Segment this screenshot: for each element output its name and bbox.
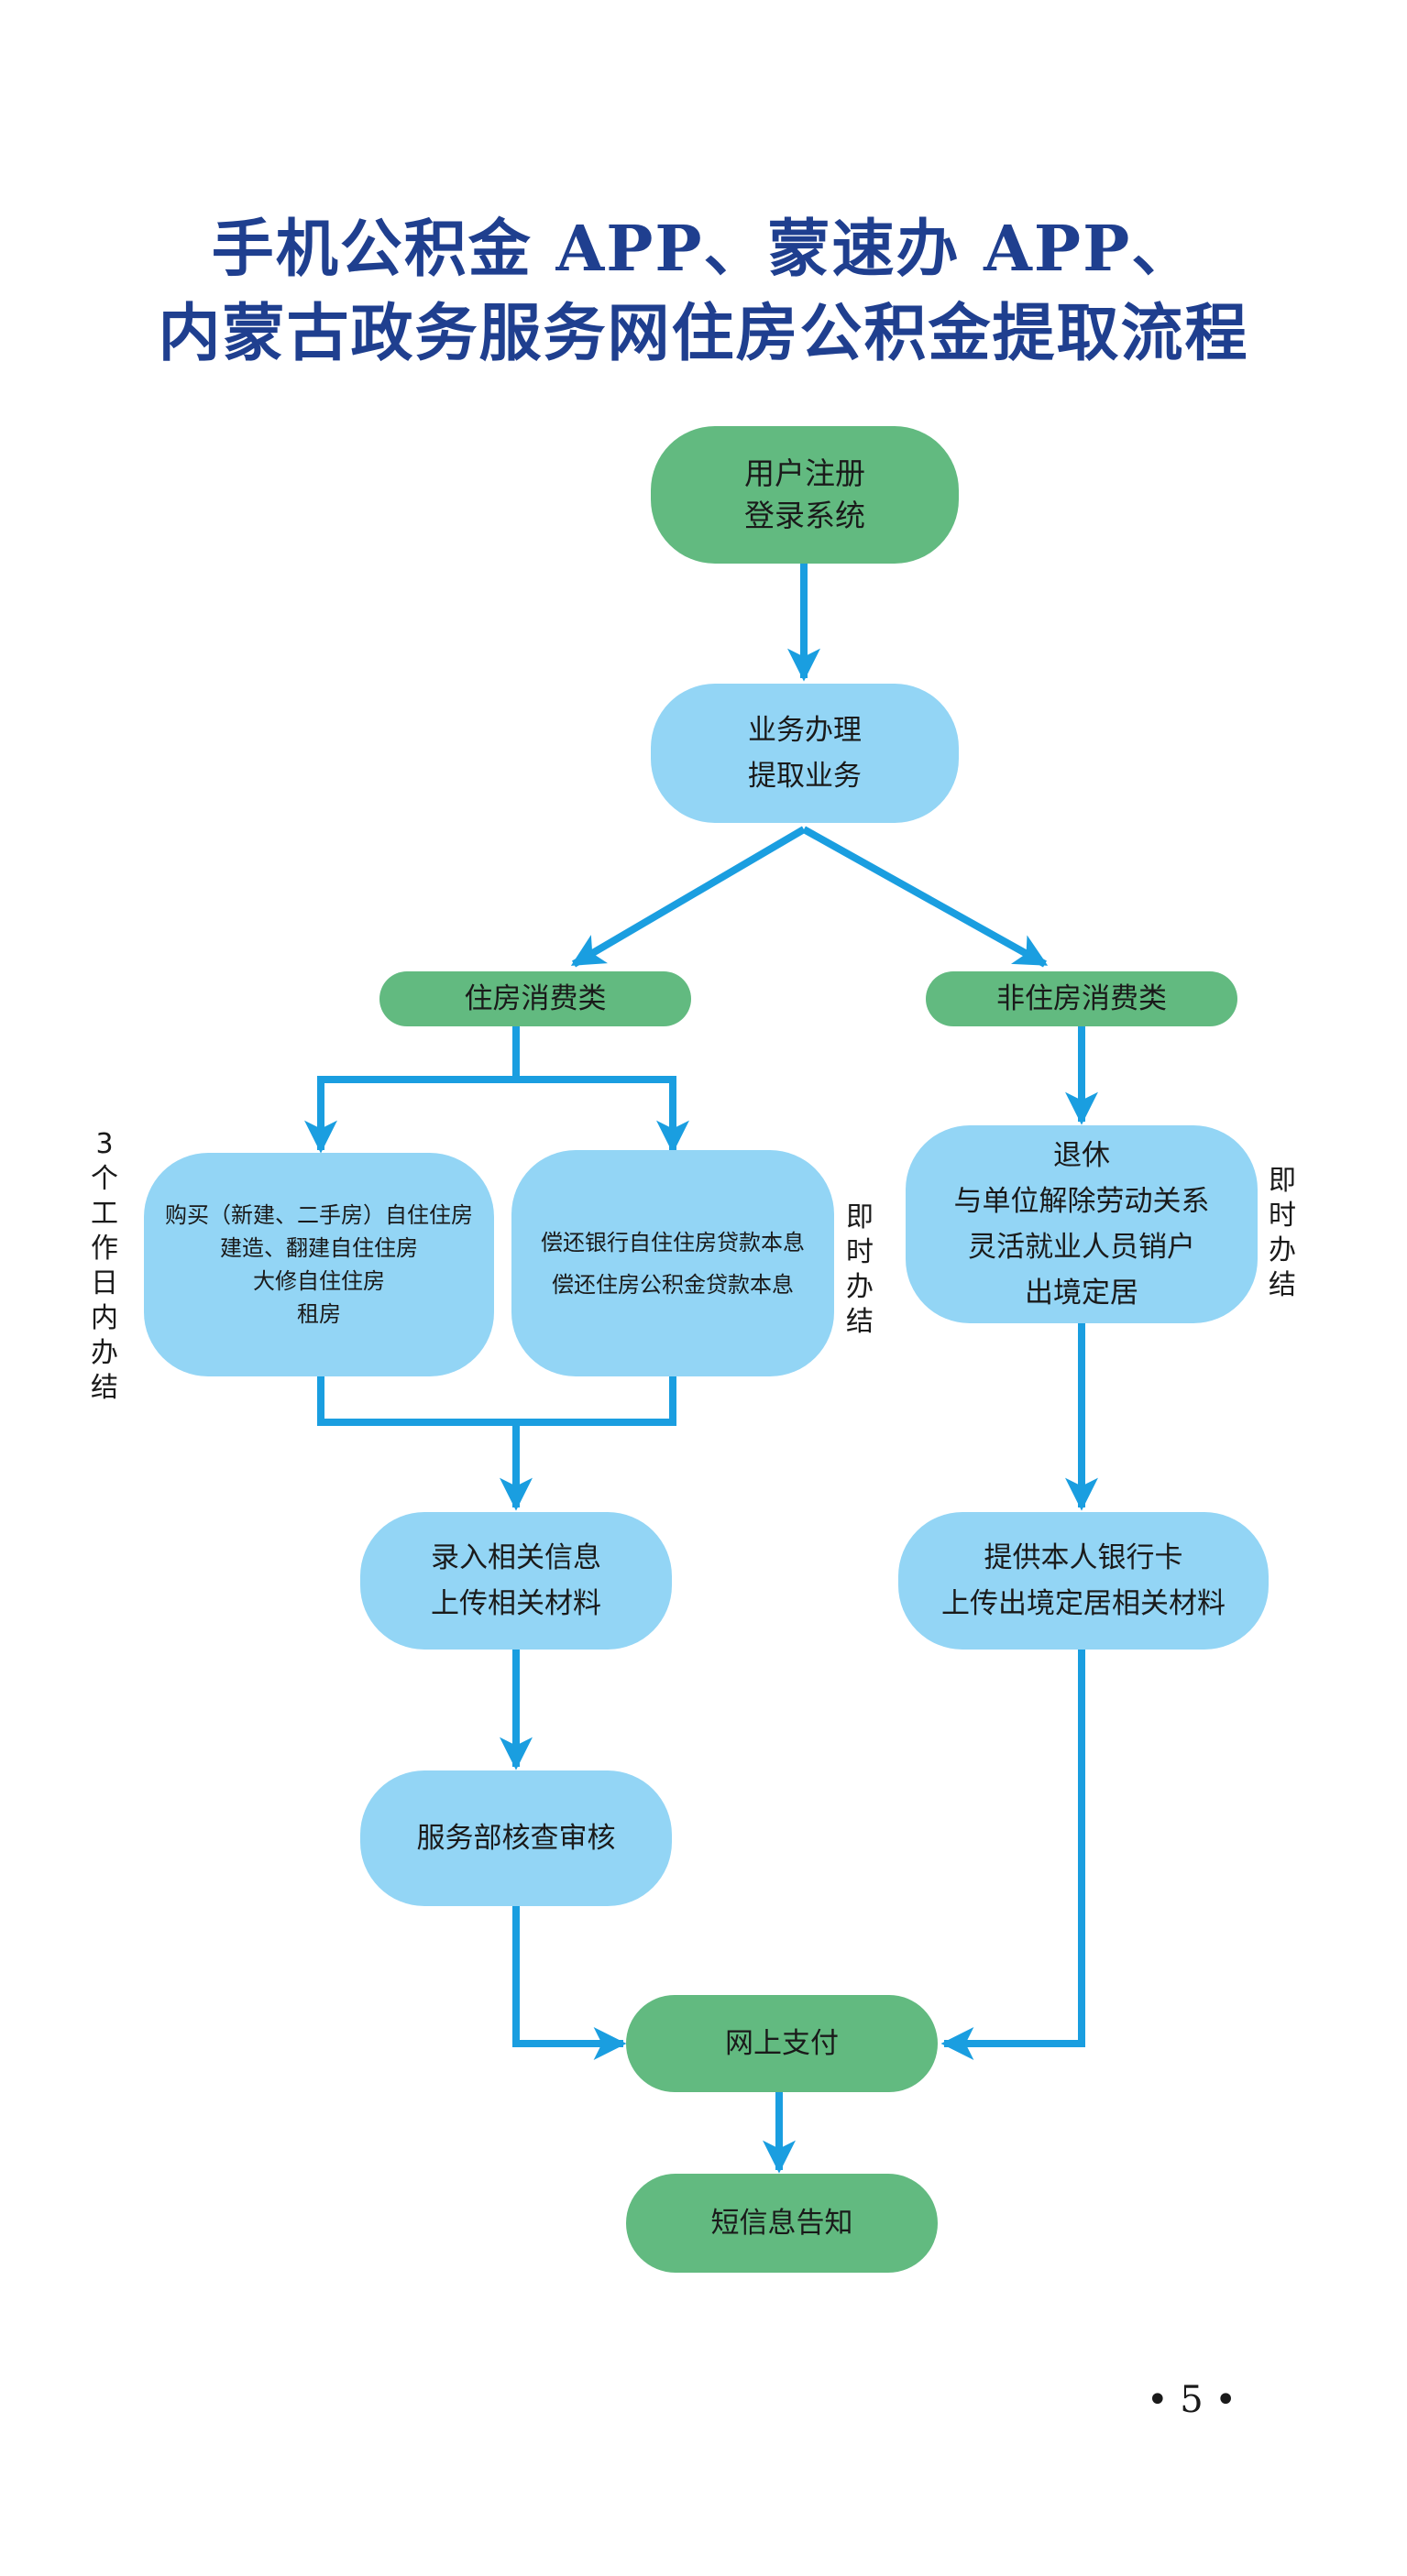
node-repay: 偿还银行自住住房贷款本息 偿还住房公积金贷款本息 [511, 1150, 834, 1376]
node-bank: 提供本人银行卡 上传出境定居相关材料 [898, 1512, 1269, 1650]
node-purchase-line: 购买（新建、二手房）自住住房 [165, 1202, 473, 1228]
connector-merge-housing [317, 1376, 676, 1426]
node-notify: 短信息告知 [626, 2174, 938, 2273]
node-retire-line: 灵活就业人员销户 [968, 1231, 1195, 1264]
arrow-business-to-non-housing [802, 826, 1049, 968]
node-bank-line: 提供本人银行卡 [984, 1541, 1183, 1574]
note-char: 时 [1269, 1200, 1296, 1232]
node-pay: 网上支付 [626, 1995, 938, 2092]
note-char: 个 [91, 1163, 118, 1195]
connector-housing-branch-right [516, 1076, 689, 1154]
node-input: 录入相关信息 上传相关材料 [360, 1512, 672, 1650]
arrow-bank-to-pay [940, 1650, 1085, 2060]
note-char: 作 [91, 1233, 118, 1265]
node-register-line: 用户注册 [744, 455, 865, 491]
page-title-line1: 手机公积金 APP、蒙速办 APP、 [211, 213, 1196, 286]
note-char: 3 [95, 1128, 114, 1160]
node-input-line: 上传相关材料 [431, 1587, 601, 1620]
node-purchase-line: 租房 [297, 1301, 341, 1327]
node-purchase-line: 建造、翻建自住住房 [220, 1235, 418, 1261]
node-retire-line: 与单位解除劳动关系 [953, 1185, 1210, 1218]
node-business-line: 提取业务 [748, 760, 862, 793]
node-purchase-line: 大修自住住房 [253, 1268, 385, 1294]
note-char: 结 [1269, 1269, 1296, 1301]
note-instant-non-housing: 即 时 办 结 [1264, 1164, 1301, 1303]
node-retire: 退休 与单位解除劳动关系 灵活就业人员销户 出境定居 [906, 1125, 1258, 1323]
note-char: 结 [91, 1372, 118, 1404]
note-char: 时 [846, 1236, 874, 1268]
note-char: 办 [91, 1337, 118, 1369]
node-register-line: 登录系统 [744, 498, 865, 533]
node-repay-line: 偿还住房公积金贷款本息 [552, 1271, 794, 1298]
node-business: 业务办理 提取业务 [651, 684, 959, 823]
node-non-housing-label: 非住房消费类 [996, 982, 1167, 1015]
node-input-line: 录入相关信息 [431, 1541, 601, 1574]
node-retire-line: 出境定居 [1025, 1277, 1138, 1310]
note-char: 即 [1269, 1165, 1296, 1197]
note-three-working-days: 3 个 工 作 日 内 办 结 [86, 1127, 123, 1406]
note-char: 工 [91, 1198, 118, 1230]
node-pay-label: 网上支付 [725, 2027, 839, 2060]
node-review-label: 服务部核查审核 [416, 1822, 616, 1855]
node-retire-line: 退休 [1053, 1139, 1110, 1172]
page-number: • 5 • [1146, 2379, 1237, 2421]
note-instant-housing: 即 时 办 结 [841, 1200, 878, 1340]
node-housing: 住房消费类 [379, 971, 691, 1026]
node-non-housing: 非住房消费类 [926, 971, 1237, 1026]
note-char: 办 [846, 1271, 874, 1303]
node-repay-line: 偿还银行自住住房贷款本息 [541, 1229, 805, 1255]
note-char: 结 [846, 1306, 874, 1338]
node-bank-line: 上传出境定居相关材料 [941, 1587, 1226, 1620]
note-char: 即 [846, 1201, 874, 1233]
note-char: 内 [91, 1302, 118, 1334]
page-title-line2: 内蒙古政务服务网住房公积金提取流程 [158, 297, 1249, 370]
connector-housing-branch [304, 1026, 520, 1154]
node-review: 服务部核查审核 [360, 1770, 672, 1906]
note-char: 办 [1269, 1234, 1296, 1266]
node-purchase: 购买（新建、二手房）自住住房 建造、翻建自住住房 大修自住住房 租房 [144, 1153, 494, 1376]
node-business-line: 业务办理 [748, 714, 862, 747]
note-char: 日 [91, 1267, 118, 1299]
arrow-business-to-housing [570, 826, 807, 968]
node-housing-label: 住房消费类 [464, 982, 607, 1015]
arrow-review-to-pay [512, 1906, 627, 2060]
node-notify-label: 短信息告知 [710, 2207, 853, 2240]
node-register: 用户注册 登录系统 [651, 426, 959, 564]
